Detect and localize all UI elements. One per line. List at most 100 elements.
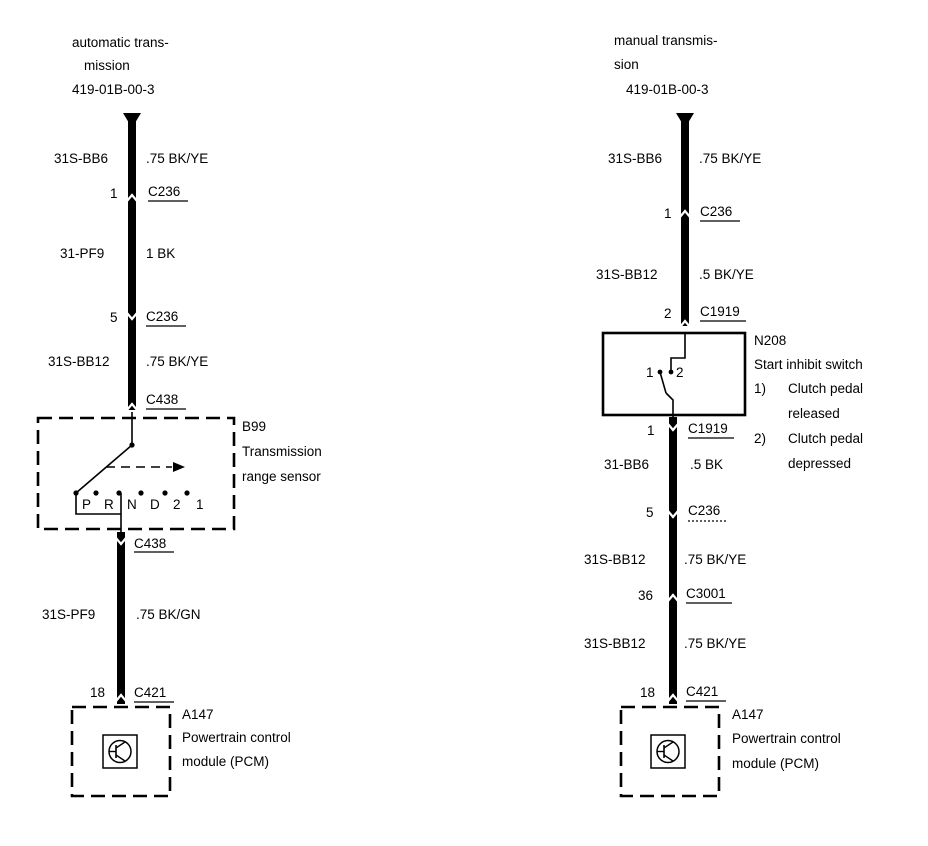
- left-c438-top-name: C438: [146, 392, 178, 407]
- right-splice-terminal: [676, 113, 694, 128]
- note1-line2: released: [788, 406, 840, 421]
- left-wire4-code: 31S-PF9: [42, 607, 95, 622]
- right-connector-c1919-pin1-symbol: [667, 423, 679, 432]
- right-module-id: A147: [732, 707, 764, 722]
- position-1: 1: [196, 497, 204, 512]
- left-title-line1: automatic trans-: [72, 35, 169, 50]
- switch-blade: [659, 371, 667, 394]
- position-n: N: [127, 497, 137, 512]
- right-c3001-pin: 36: [638, 588, 653, 603]
- left-c236b-name: C236: [146, 309, 178, 324]
- sensor-selector-arm: [75, 444, 133, 494]
- right-wire1-spec: .75 BK/YE: [699, 151, 761, 166]
- right-c421-name: C421: [686, 684, 718, 699]
- right-c3001-name: C3001: [686, 586, 726, 601]
- sensor-name-line2: range sensor: [242, 469, 321, 484]
- right-wire4-spec: .75 BK/YE: [684, 552, 746, 567]
- left-c236-name: C236: [148, 184, 180, 199]
- switch-output-lead: [665, 392, 674, 417]
- right-title-line1: manual transmis-: [614, 33, 718, 48]
- switch-contact-2: [668, 369, 674, 375]
- right-connector-c236-pin5-symbol: [667, 510, 679, 519]
- note2-line2: depressed: [788, 456, 851, 471]
- right-module-name-line2: module (PCM): [732, 756, 819, 771]
- right-module-name-line1: Powertrain control: [732, 731, 841, 746]
- automatic-transmission-circuit: automatic trans- mission 419-01B-00-3 31…: [36, 35, 322, 798]
- contact-dot-r: [93, 490, 99, 496]
- right-wire2-code: 31S-BB12: [596, 267, 658, 282]
- position-d: D: [150, 497, 160, 512]
- left-module-name-line2: module (PCM): [182, 754, 269, 769]
- right-c1919-name: C1919: [700, 304, 740, 319]
- right-wire2-spec: .5 BK/YE: [699, 267, 754, 282]
- start-inhibit-switch-box: [601, 331, 747, 417]
- left-pcm-transistor-icon: [102, 734, 138, 769]
- note2-line1: Clutch pedal: [788, 431, 863, 446]
- sensor-name-line1: Transmission: [242, 444, 322, 459]
- right-c1919-pin2: 2: [664, 306, 672, 321]
- sensor-travel-arrow-icon: [173, 462, 185, 472]
- left-c236-pin1: 1: [110, 186, 118, 201]
- left-module-name-line1: Powertrain control: [182, 730, 291, 745]
- contact-dot-2: [162, 490, 168, 496]
- right-wire5-spec: .75 BK/YE: [684, 636, 746, 651]
- sensor-id: B99: [242, 419, 266, 434]
- left-connector-c421-symbol: [115, 693, 127, 702]
- left-c421-name: C421: [134, 685, 166, 700]
- switch-pin1-label: 1: [646, 365, 654, 380]
- right-wire3-spec: .5 BK: [690, 457, 723, 472]
- left-wire4-spec: .75 BK/GN: [136, 607, 201, 622]
- manual-transmission-circuit: manual transmis- sion 419-01B-00-3 31S-B…: [584, 33, 863, 798]
- switch-name: Start inhibit switch: [754, 357, 863, 372]
- left-connector-c236-pin1-symbol: [126, 193, 138, 202]
- right-pcm-box: [619, 705, 721, 798]
- left-wire2-code: 31-PF9: [60, 246, 104, 261]
- left-reference: 419-01B-00-3: [72, 82, 155, 97]
- left-module-id: A147: [182, 707, 214, 722]
- right-connector-c421-symbol: [667, 693, 679, 702]
- right-c236-name: C236: [700, 204, 732, 219]
- left-wire3-spec: .75 BK/YE: [146, 354, 208, 369]
- right-c236b-name: C236: [688, 503, 720, 518]
- right-c236-pin1: 1: [664, 206, 672, 221]
- left-splice-terminal: [123, 113, 141, 128]
- right-c236b-pin5: 5: [646, 505, 654, 520]
- left-wire1-code: 31S-BB6: [54, 151, 108, 166]
- left-wire2-spec: 1 BK: [146, 246, 175, 261]
- note1-line1: Clutch pedal: [788, 381, 863, 396]
- left-c236b-pin5: 5: [110, 310, 118, 325]
- left-wire3-code: 31S-BB12: [48, 354, 110, 369]
- note1-number: 1): [754, 381, 766, 396]
- left-title-line2: mission: [84, 58, 130, 73]
- sensor-p-return: [75, 493, 121, 515]
- right-connector-c236-pin1-symbol: [679, 209, 691, 218]
- switch-id: N208: [754, 333, 786, 348]
- right-pcm-transistor-icon: [650, 734, 686, 769]
- position-2: 2: [173, 497, 181, 512]
- left-connector-c236-pin5-symbol: [126, 312, 138, 321]
- right-connector-c1919-pin2-symbol: [679, 319, 691, 328]
- note2-number: 2): [754, 431, 766, 446]
- switch-internal-feed: [670, 333, 686, 372]
- left-c438-bottom-name: C438: [134, 536, 166, 551]
- right-connector-c3001-symbol: [667, 593, 679, 602]
- contact-dot-1: [184, 490, 190, 496]
- left-wire1-spec: .75 BK/YE: [146, 151, 208, 166]
- left-c421-pin: 18: [90, 685, 105, 700]
- right-wire3-code: 31-BB6: [604, 457, 649, 472]
- right-reference: 419-01B-00-3: [626, 82, 709, 97]
- transmission-range-sensor-box: [36, 416, 236, 531]
- position-p: P: [82, 497, 91, 512]
- switch-pin2-label: 2: [676, 365, 684, 380]
- left-pcm-box: [70, 705, 172, 798]
- right-wire5-code: 31S-BB12: [584, 636, 646, 651]
- left-connector-c438-bottom-symbol: [115, 537, 127, 546]
- right-title-line2: sion: [614, 57, 639, 72]
- position-r: R: [104, 497, 114, 512]
- left-connector-c438-top-symbol: [126, 402, 138, 411]
- right-wire4-code: 31S-BB12: [584, 552, 646, 567]
- right-wire1-code: 31S-BB6: [608, 151, 662, 166]
- right-c1919b-pin1: 1: [647, 423, 655, 438]
- right-c1919b-name: C1919: [688, 421, 728, 436]
